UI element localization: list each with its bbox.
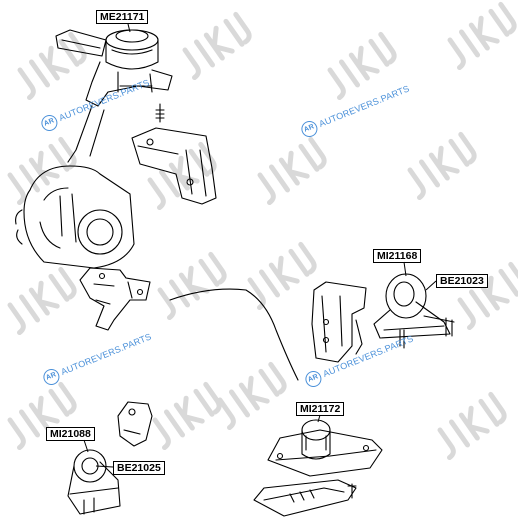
engine-block-drawing xyxy=(15,165,135,269)
left-small-bracket-drawing xyxy=(117,401,153,447)
part-label-mi21168: MI21168 xyxy=(373,249,422,263)
lower-left-bracket-drawing xyxy=(79,267,151,331)
mount-mi21088-drawing xyxy=(67,449,121,515)
mount-mi21168-drawing xyxy=(311,273,455,363)
part-label-be21023: BE21023 xyxy=(436,274,488,288)
mount-mi21172-drawing xyxy=(253,419,383,517)
part-label-mi21172: MI21172 xyxy=(296,402,345,416)
part-label-me21171: ME21171 xyxy=(96,10,149,24)
mount-me21171-drawing xyxy=(55,29,217,205)
part-label-mi21088: MI21088 xyxy=(46,427,95,441)
brand-watermark-pattern xyxy=(7,1,518,461)
part-label-be21025: BE21025 xyxy=(113,461,165,475)
frame-connection-line xyxy=(169,288,299,381)
